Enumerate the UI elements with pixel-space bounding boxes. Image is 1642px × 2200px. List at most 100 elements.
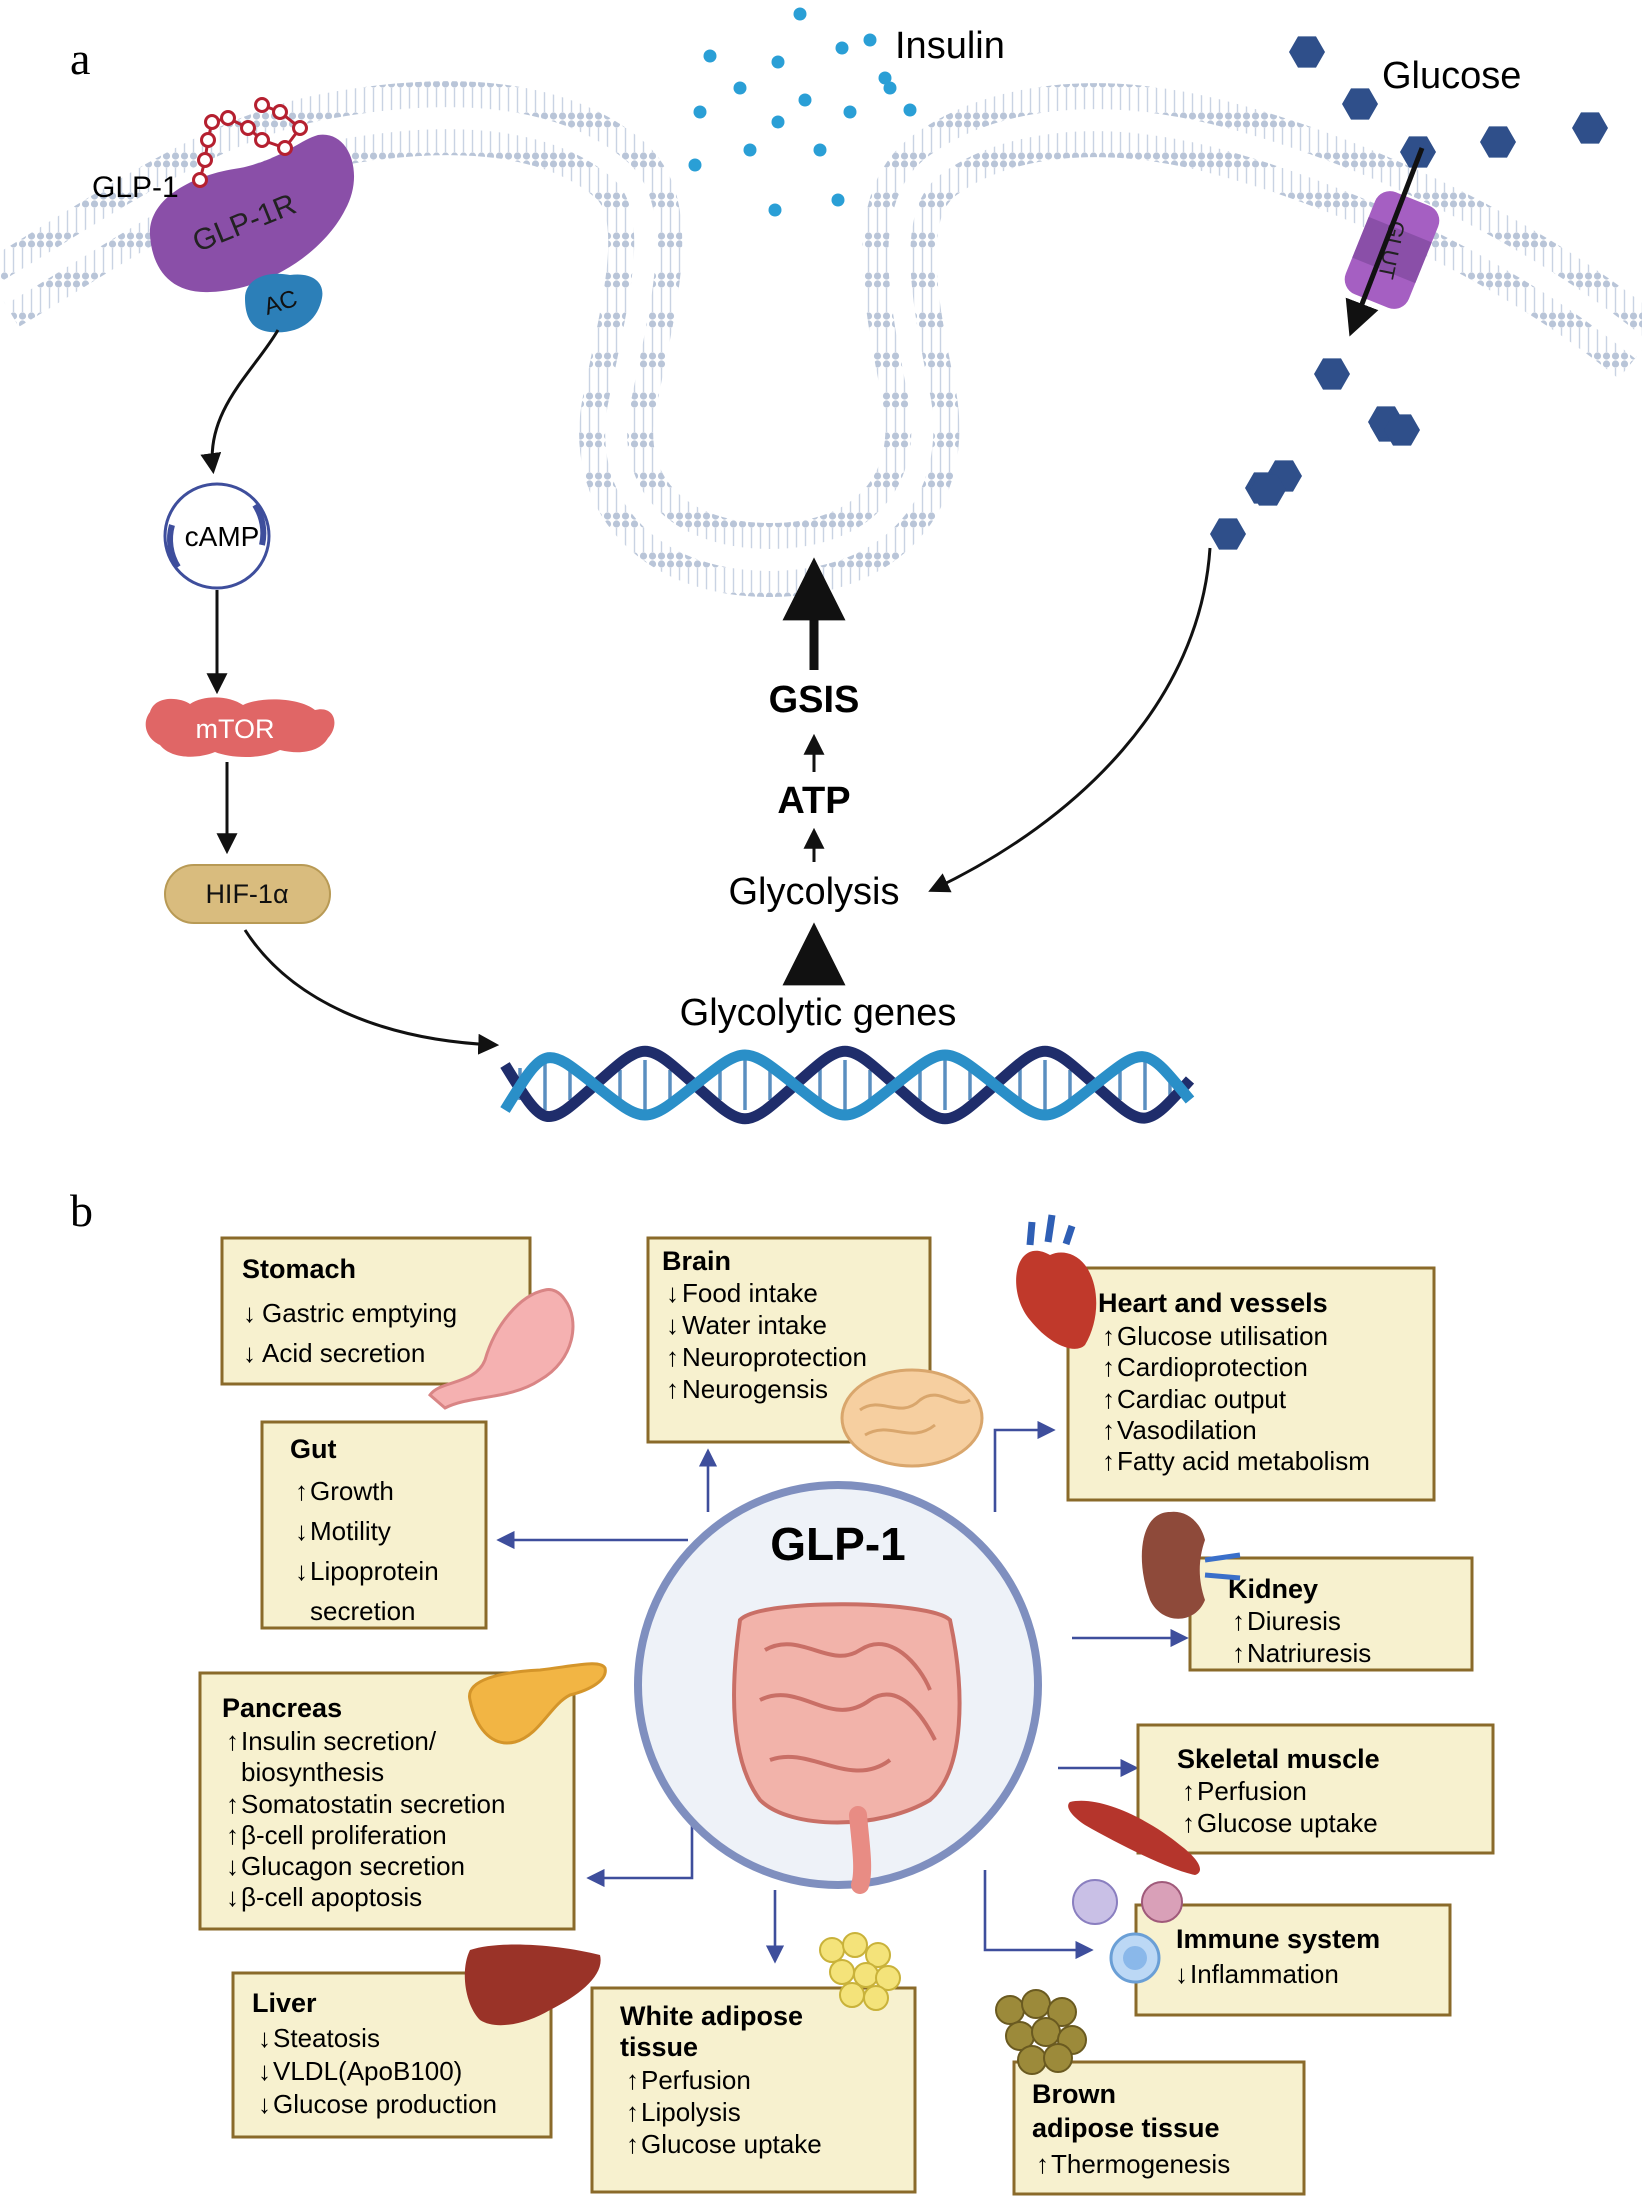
svg-text:Glucagon secretion: Glucagon secretion: [241, 1851, 465, 1881]
svg-text:↓: ↓: [666, 1278, 679, 1308]
stomach-illustration: [428, 1288, 575, 1410]
heart-illustration: [1016, 1214, 1097, 1349]
svg-text:β-cell proliferation: β-cell proliferation: [241, 1820, 447, 1850]
atp-label: ATP: [777, 780, 850, 822]
svg-text:↑: ↑: [626, 2129, 639, 2159]
svg-text:Glucose uptake: Glucose uptake: [1197, 1808, 1378, 1838]
svg-text:Natriuresis: Natriuresis: [1247, 1638, 1371, 1668]
adenylyl-cyclase: AC: [245, 273, 323, 333]
svg-text:Diuresis: Diuresis: [1247, 1606, 1341, 1636]
svg-text:mTOR: mTOR: [196, 714, 275, 744]
arrow-hif-dna: [243, 929, 500, 1055]
svg-text:↓: ↓: [258, 2056, 271, 2086]
svg-text:Stomach: Stomach: [242, 1254, 356, 1284]
svg-text:↓: ↓: [243, 1298, 256, 1328]
white-adipose-illustration: [819, 1932, 901, 2011]
svg-text:Gut: Gut: [290, 1434, 337, 1464]
svg-text:Brain: Brain: [662, 1246, 731, 1276]
svg-text:Motility: Motility: [310, 1516, 391, 1546]
glp1-receptor: GLP-1R: [149, 134, 355, 293]
panel-a-letter: a: [70, 33, 90, 84]
mtor-protein: mTOR: [145, 697, 335, 757]
glut-transporter: GLUT: [1344, 191, 1440, 309]
svg-text:Immune system: Immune system: [1176, 1924, 1380, 1954]
svg-text:Kidney: Kidney: [1228, 1574, 1318, 1604]
svg-text:Heart and vessels: Heart and vessels: [1098, 1288, 1328, 1318]
svg-text:↓: ↓: [295, 1516, 308, 1546]
svg-text:↑: ↑: [1182, 1808, 1195, 1838]
svg-text:Steatosis: Steatosis: [273, 2023, 380, 2053]
svg-text:↑: ↑: [1102, 1446, 1115, 1476]
svg-text:tissue: tissue: [620, 2032, 698, 2062]
muscle-illustration: [1068, 1800, 1200, 1875]
organ-box-kidney: Kidney ↑Diuresis ↑Natriuresis: [1188, 1556, 1474, 1672]
pancreas-illustration: [468, 1662, 607, 1745]
svg-text:↑: ↑: [626, 2097, 639, 2127]
connector-lines: [496, 1420, 1189, 1964]
svg-text:↓: ↓: [226, 1882, 239, 1912]
svg-text:cAMP: cAMP: [185, 521, 260, 552]
svg-text:↓: ↓: [258, 2023, 271, 2053]
svg-text:Brown: Brown: [1032, 2079, 1116, 2109]
svg-text:↑: ↑: [1102, 1415, 1115, 1445]
svg-text:↑: ↑: [1232, 1606, 1245, 1636]
svg-text:β-cell apoptosis: β-cell apoptosis: [241, 1882, 422, 1912]
glucose-label: Glucose: [1382, 55, 1521, 97]
svg-text:↑: ↑: [226, 1726, 239, 1756]
svg-text:↑: ↑: [1102, 1384, 1115, 1414]
svg-text:↓: ↓: [666, 1310, 679, 1340]
svg-text:↑: ↑: [666, 1342, 679, 1372]
organ-box-brown-adipose: Brown adipose tissue ↑Thermogenesis: [1012, 2060, 1306, 2196]
svg-text:Skeletal muscle: Skeletal muscle: [1177, 1744, 1380, 1774]
svg-text:↓: ↓: [243, 1338, 256, 1368]
organ-box-immune: Immune system ↓Inflammation: [1134, 1903, 1452, 2017]
svg-text:↑: ↑: [226, 1820, 239, 1850]
svg-text:Vasodilation: Vasodilation: [1117, 1415, 1257, 1445]
glp1-peptide: [192, 97, 308, 188]
svg-text:↓: ↓: [295, 1556, 308, 1586]
svg-text:↓: ↓: [226, 1851, 239, 1881]
insulin-label: Insulin: [895, 25, 1005, 67]
svg-text:Perfusion: Perfusion: [641, 2065, 751, 2095]
svg-text:↑: ↑: [226, 1789, 239, 1819]
svg-text:↑: ↑: [666, 1374, 679, 1404]
svg-text:Neurogensis: Neurogensis: [682, 1374, 828, 1404]
svg-text:Food intake: Food intake: [682, 1278, 818, 1308]
svg-text:biosynthesis: biosynthesis: [241, 1757, 384, 1787]
svg-text:Growth: Growth: [310, 1476, 394, 1506]
organ-box-heart: Heart and vessels ↑Glucose utilisation ↑…: [1066, 1266, 1436, 1502]
svg-text:↑: ↑: [1232, 1638, 1245, 1668]
svg-text:↑: ↑: [1182, 1776, 1195, 1806]
svg-text:Gastric emptying: Gastric emptying: [262, 1298, 457, 1328]
svg-text:White adipose: White adipose: [620, 2001, 803, 2031]
svg-text:Lipoprotein: Lipoprotein: [310, 1556, 439, 1586]
glycolytic-genes-label: Glycolytic genes: [680, 992, 957, 1034]
arrow-ac-camp: [200, 329, 280, 475]
svg-text:Inflammation: Inflammation: [1190, 1959, 1339, 1989]
svg-text:↑: ↑: [1102, 1321, 1115, 1351]
svg-text:Glucose utilisation: Glucose utilisation: [1117, 1321, 1328, 1351]
svg-text:HIF-1α: HIF-1α: [205, 879, 288, 909]
intestine-illustration: [732, 1602, 962, 1894]
svg-text:Glucose uptake: Glucose uptake: [641, 2129, 822, 2159]
svg-text:↑: ↑: [1036, 2149, 1049, 2179]
svg-text:Lipolysis: Lipolysis: [641, 2097, 741, 2127]
svg-text:Insulin secretion/: Insulin secretion/: [241, 1726, 437, 1756]
camp-cycle: cAMP: [163, 482, 271, 590]
glycolysis-label: Glycolysis: [728, 871, 899, 913]
glp1-label: GLP-1: [92, 171, 179, 204]
svg-text:Water intake: Water intake: [682, 1310, 827, 1340]
glucose-entry-arrow: [1345, 147, 1425, 337]
organ-box-gut: Gut ↑Growth ↓Motility ↓Lipoprotein secre…: [260, 1420, 488, 1630]
svg-text:Thermogenesis: Thermogenesis: [1051, 2149, 1230, 2179]
panel-b-letter: b: [70, 1185, 93, 1236]
brown-adipose-illustration: [995, 1989, 1087, 2075]
svg-text:↓: ↓: [258, 2089, 271, 2119]
svg-text:Perfusion: Perfusion: [1197, 1776, 1307, 1806]
svg-text:Somatostatin secretion: Somatostatin secretion: [241, 1789, 505, 1819]
immune-cells-illustration: [1072, 1879, 1183, 1984]
svg-text:Liver: Liver: [252, 1988, 317, 2018]
svg-text:Pancreas: Pancreas: [222, 1693, 342, 1723]
svg-text:Acid secretion: Acid secretion: [262, 1338, 425, 1368]
dna-helix: [500, 1045, 1195, 1125]
